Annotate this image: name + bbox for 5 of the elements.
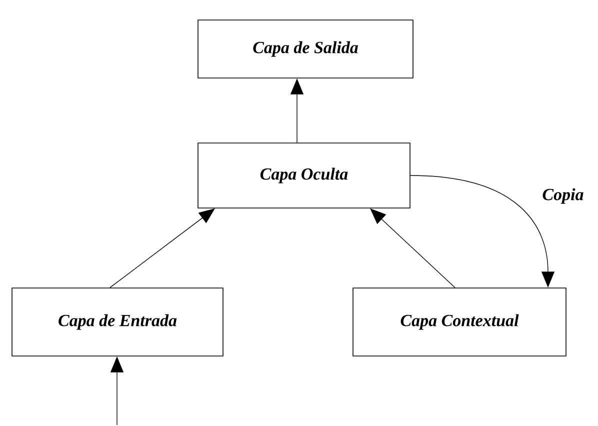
layer-box: Capa de Entrada: [12, 288, 224, 356]
layer-box: Capa Oculta: [198, 142, 410, 208]
layer-box: Capa de Salida: [198, 20, 414, 78]
edge-label: Copia: [541, 187, 585, 205]
layer-box: Capa Contextual: [352, 288, 566, 356]
